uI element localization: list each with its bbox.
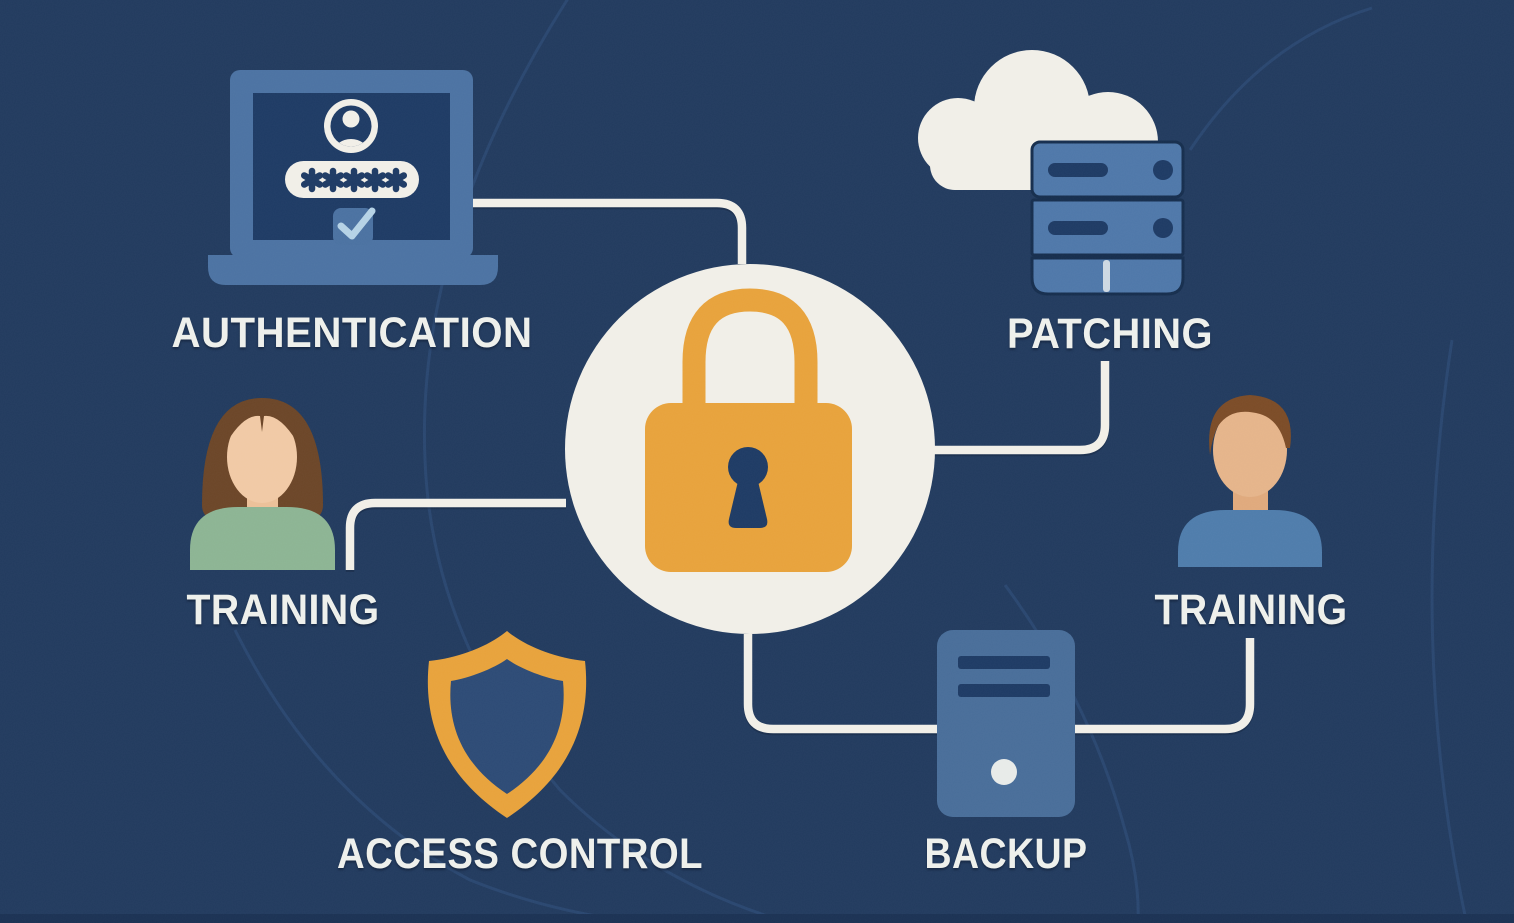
grain-overlay [0, 0, 1514, 923]
security-practices-diagram: AUTHENTICATION PATCHING TRAINING ACCESS … [0, 0, 1514, 923]
diagram-canvas: AUTHENTICATION PATCHING TRAINING ACCESS … [0, 0, 1514, 923]
